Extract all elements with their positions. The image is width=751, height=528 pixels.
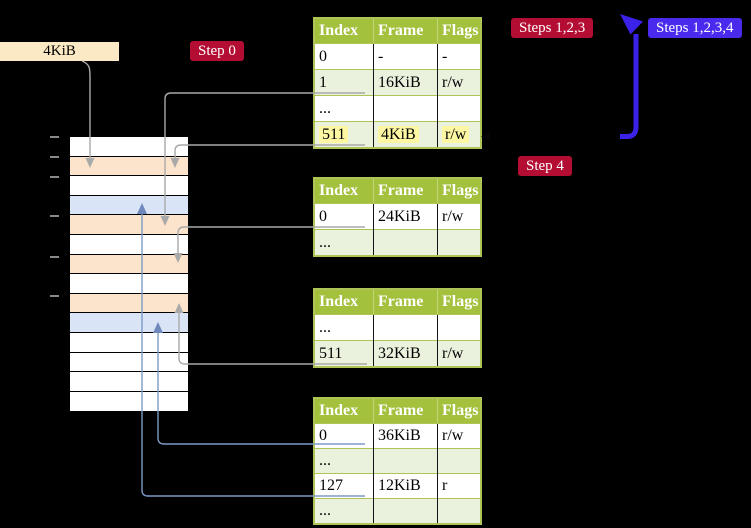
table-cell: 16KiB [373,69,438,96]
table-cell [373,95,438,122]
table-cell [373,229,438,256]
step4-label: Step 4 [518,156,572,176]
table-cell: 0 [314,43,374,70]
column-header-flags: Flags [437,289,481,315]
table-cell [437,95,481,122]
step0-label: Step 0 [190,41,244,61]
column-header-index: Index [314,289,374,315]
table-cell: r/w [437,423,481,449]
table-cell: r/w [437,203,481,230]
memory-frame-row-peach [70,215,188,235]
memory-frame-row-white [70,332,188,353]
address-tick [50,176,59,178]
table-row: ... [314,229,481,256]
table-cell: r/w [437,340,481,367]
column-header-index: Index [314,398,374,424]
table-cell: 127 [314,473,374,499]
memory-frame-row-white [70,391,188,412]
highlighted-value: 511 [319,125,349,143]
steps-123-label: Steps 1,2,3 [511,18,594,38]
table-cell: 0 [314,423,374,449]
table-cell [437,498,481,524]
table-cell: ... [314,448,374,474]
column-header-frame: Frame [373,18,438,44]
physical-memory-strip [69,136,189,413]
frame-size-label: 4KiB [0,42,119,61]
table-cell [373,314,438,341]
table-cell [373,448,438,474]
memory-frame-row-blue [70,313,188,333]
highlighted-value: 4KiB [378,125,419,143]
steps-1234-label: Steps 1,2,3,4 [648,18,742,38]
table-row: ... [314,448,481,474]
table-cell: r [437,473,481,499]
memory-frame-row-white [70,372,188,392]
table-cell: 4KiB [373,121,438,148]
memory-frame-row-white [70,137,188,157]
table-cell: r/w [437,69,481,96]
table-cell: 511 [314,340,374,367]
highlighted-value: r/w [442,125,470,143]
table-cell: 36KiB [373,423,438,449]
table-cell: 1 [314,69,374,96]
table-row: 0-- [314,43,481,70]
column-header-flags: Flags [437,178,481,204]
memory-frame-row-white [70,176,188,196]
memory-frame-row-peach [70,293,188,314]
memory-frame-row-white [70,234,188,255]
memory-frame-row-blue [70,195,188,216]
column-header-frame: Frame [373,289,438,315]
table-cell: r/w [437,121,481,148]
table-cell [437,314,481,341]
table-cell: 12KiB [373,473,438,499]
table-cell [437,448,481,474]
table-row: 511 4KiB r/w [314,121,481,148]
table-cell: ... [314,95,374,122]
memory-frame-row-peach [70,156,188,177]
table-row: ... [314,314,481,341]
column-header-flags: Flags [437,398,481,424]
memory-frame-row-peach [70,254,188,275]
address-tick [50,156,59,158]
address-tick [50,256,59,258]
table-cell: - [437,43,481,70]
column-header-index: Index [314,178,374,204]
column-header-frame: Frame [373,178,438,204]
address-tick [50,295,59,297]
address-tick [50,215,59,217]
table-cell: 0 [314,203,374,230]
table-cell: - [373,43,438,70]
table-cell: 24KiB [373,203,438,230]
table-cell: 511 [314,121,374,148]
table-cell: ... [314,314,374,341]
column-header-index: Index [314,18,374,44]
memory-frame-row-white [70,274,188,294]
table-cell: ... [314,229,374,256]
memory-frame-row-white [70,352,188,373]
table-cell [437,229,481,256]
table-cell: ... [314,498,374,524]
column-header-frame: Frame [373,398,438,424]
table-cell: 32KiB [373,340,438,367]
table-cell [373,498,438,524]
table-row: ... [314,498,481,524]
column-header-flags: Flags [437,18,481,44]
table-row: ... [314,95,481,122]
address-tick [50,136,59,138]
